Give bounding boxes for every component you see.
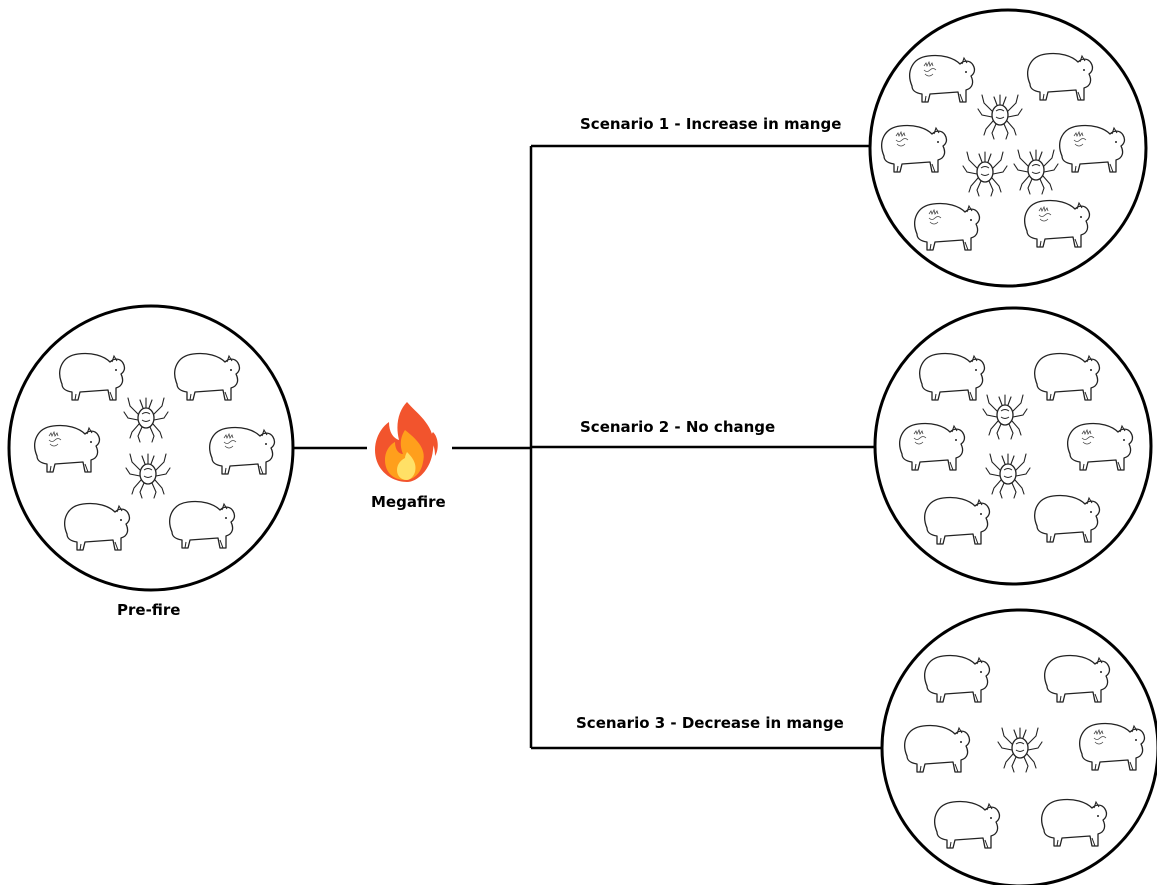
megafire-label: Megafire <box>371 493 446 511</box>
scenario-2-label: Scenario 2 - No change <box>580 418 776 436</box>
prefire-label: Pre-fire <box>117 601 181 619</box>
prefire-population <box>7 304 295 592</box>
fire-icon <box>375 402 438 482</box>
scenario-1-circle <box>868 8 1148 288</box>
prefire-circle <box>7 304 295 592</box>
scenario-2-circle <box>873 306 1153 586</box>
scenario-3-label: Scenario 3 - Decrease in mange <box>576 714 844 732</box>
scenario-3-circle <box>880 608 1157 885</box>
scenario-3-population <box>880 608 1157 885</box>
scenario-1-label: Scenario 1 - Increase in mange <box>580 115 842 133</box>
scenario-1-population <box>868 8 1148 288</box>
scenario-2-population <box>873 306 1153 586</box>
